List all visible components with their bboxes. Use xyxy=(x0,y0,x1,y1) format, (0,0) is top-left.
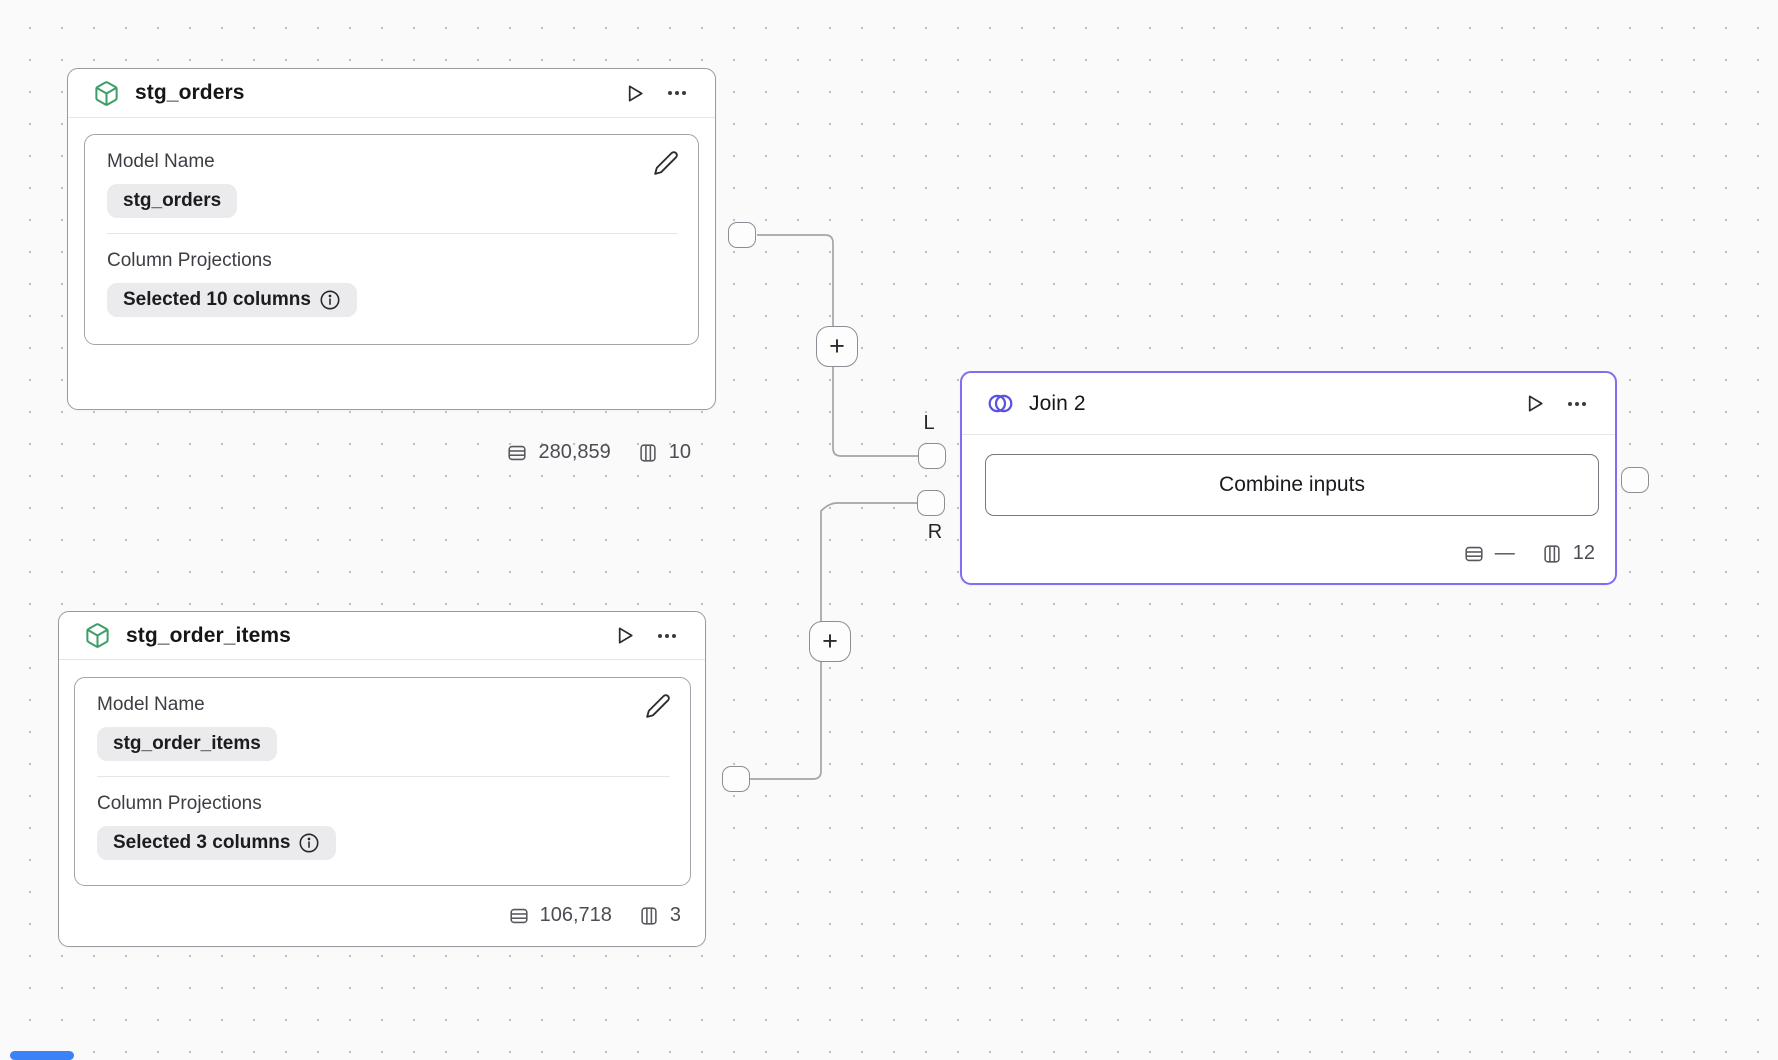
node-stats: — 12 xyxy=(1463,542,1595,565)
node-config-card: Model Name stg_orders Column Projections… xyxy=(84,134,699,345)
row-count-stat: — xyxy=(1463,542,1515,565)
model-name-label: Model Name xyxy=(107,151,215,172)
columns-icon xyxy=(640,443,656,462)
join-left-input-label: L xyxy=(923,412,935,434)
row-count-value: 106,718 xyxy=(539,904,612,926)
edit-model-name-button[interactable] xyxy=(643,691,673,721)
run-button[interactable] xyxy=(1521,390,1548,417)
port-join-output[interactable] xyxy=(1621,467,1649,493)
ellipsis-icon xyxy=(668,91,686,95)
row-count-stat: 280,859 xyxy=(506,441,611,464)
node-title: stg_order_items xyxy=(126,623,291,647)
play-icon xyxy=(618,627,633,644)
more-menu-button[interactable] xyxy=(663,79,691,107)
node-stats: 106,718 3 xyxy=(508,904,681,927)
column-count-value: 10 xyxy=(668,441,691,463)
columns-icon xyxy=(1544,544,1560,563)
column-projections-chip[interactable]: Selected 3 columns xyxy=(97,826,337,860)
node-stg-order-items[interactable]: stg_order_items Model Name stg_order_ite… xyxy=(58,611,706,947)
column-projections-label: Column Projections xyxy=(107,250,272,271)
join-icon xyxy=(987,390,1014,417)
port-stg-orders-output[interactable] xyxy=(728,222,756,248)
info-icon xyxy=(320,290,340,310)
model-cube-icon xyxy=(93,80,120,107)
node-stg-orders[interactable]: stg_orders Model Name stg_orders Column … xyxy=(67,68,716,463)
row-count-value: — xyxy=(1494,542,1515,564)
ellipsis-icon xyxy=(1568,401,1586,406)
node-title: stg_orders xyxy=(135,81,245,104)
column-count-value: 3 xyxy=(669,904,681,926)
model-name-chip[interactable]: stg_orders xyxy=(107,184,238,218)
column-projections-value: Selected 3 columns xyxy=(113,832,291,853)
row-count-value: 280,859 xyxy=(538,441,611,463)
pencil-icon xyxy=(654,151,678,175)
info-icon xyxy=(299,833,319,853)
run-button[interactable] xyxy=(611,622,638,649)
port-join-left-input[interactable] xyxy=(918,443,946,469)
port-stg-order-items-output[interactable] xyxy=(722,766,750,792)
more-menu-button[interactable] xyxy=(1563,390,1591,418)
node-stats: 280,859 10 xyxy=(506,441,691,464)
column-projections-label: Column Projections xyxy=(97,793,262,814)
column-count-stat: 12 xyxy=(1541,542,1595,565)
add-step-on-edge-left-button[interactable]: + xyxy=(816,326,858,367)
header-divider xyxy=(962,434,1615,435)
header-divider xyxy=(68,117,715,118)
combine-inputs-button[interactable]: Combine inputs xyxy=(985,454,1599,516)
node-stg-order-items-header[interactable]: stg_order_items xyxy=(59,612,705,659)
play-icon xyxy=(628,84,643,102)
column-count-stat: 10 xyxy=(637,441,691,464)
join-right-input-label: R xyxy=(927,521,943,543)
column-count-stat: 3 xyxy=(638,904,681,927)
horizontal-scrollbar-thumb[interactable] xyxy=(10,1051,74,1060)
model-name-label: Model Name xyxy=(97,694,205,715)
node-stg-orders-header[interactable]: stg_orders xyxy=(68,69,715,117)
model-name-chip[interactable]: stg_order_items xyxy=(97,727,277,761)
card-divider xyxy=(107,233,678,234)
ellipsis-icon xyxy=(658,633,676,638)
columns-icon xyxy=(641,906,657,925)
node-join-2-header[interactable]: Join 2 xyxy=(962,373,1615,434)
rows-icon xyxy=(508,445,527,460)
more-menu-button[interactable] xyxy=(653,622,681,650)
column-count-value: 12 xyxy=(1572,542,1595,564)
column-projections-value: Selected 10 columns xyxy=(123,289,311,310)
node-join-2[interactable]: Join 2 Combine inputs — 12 xyxy=(960,371,1617,585)
column-projections-chip[interactable]: Selected 10 columns xyxy=(107,283,357,317)
header-divider xyxy=(59,659,705,660)
port-join-right-input[interactable] xyxy=(917,490,945,516)
rows-icon xyxy=(510,908,528,923)
run-button[interactable] xyxy=(621,80,648,107)
pencil-icon xyxy=(646,694,670,718)
model-name-value: stg_order_items xyxy=(113,733,261,754)
node-config-card: Model Name stg_order_items Column Projec… xyxy=(74,677,691,886)
add-step-on-edge-right-button[interactable]: + xyxy=(809,621,851,662)
row-count-stat: 106,718 xyxy=(508,904,612,927)
node-title: Join 2 xyxy=(1029,391,1086,415)
model-name-value: stg_orders xyxy=(123,190,222,211)
play-icon xyxy=(1528,395,1543,412)
rows-icon xyxy=(1465,546,1483,561)
card-divider xyxy=(97,776,670,777)
edit-model-name-button[interactable] xyxy=(651,148,681,178)
model-cube-icon xyxy=(84,622,111,649)
